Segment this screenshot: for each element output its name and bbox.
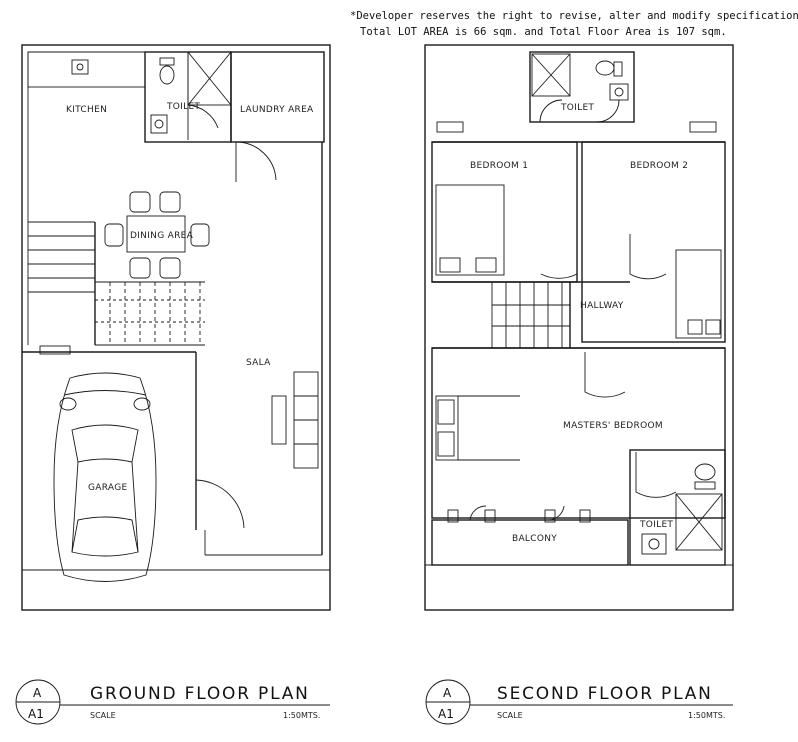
ground-floor-title-block: A A1 GROUND FLOOR PLAN SCALE 1:50MTS. (15, 679, 330, 725)
ground-floor-outline (21, 44, 331, 611)
main-door-swing (195, 479, 245, 530)
scale-label: SCALE (90, 711, 116, 720)
room-label-kitchen: KITCHEN (66, 105, 107, 115)
laundry-area (230, 51, 325, 143)
water-closet-icon (159, 65, 175, 85)
bed-icon (435, 395, 459, 461)
scale-value: 1:50MTS. (283, 711, 320, 720)
room-label-sala: SALA (246, 358, 271, 368)
area-note: Total LOT AREA is 66 sqm. and Total Floo… (360, 26, 727, 38)
second-toilet-room (529, 51, 635, 123)
scale-value: 1:50MTS. (688, 711, 725, 720)
room-label-garage: GARAGE (88, 483, 127, 493)
masters-bedroom (431, 347, 726, 519)
bed-icon (675, 249, 722, 339)
dining-chair (159, 257, 181, 279)
dining-chair (190, 223, 210, 247)
second-floor-outline (424, 44, 734, 611)
kitchen-sink-icon (71, 59, 89, 75)
door-swing (629, 234, 667, 280)
shower-icon (675, 493, 723, 551)
room-label-bedroom-2: BEDROOM 2 (630, 161, 688, 171)
coffee-table (271, 395, 287, 445)
lavatory-icon (150, 114, 168, 134)
scale-label: SCALE (497, 711, 523, 720)
door-swing (635, 452, 677, 498)
ground-floor-title: GROUND FLOOR PLAN (90, 684, 310, 704)
car-icon (53, 372, 157, 582)
room-label-toilet: TOILET (166, 102, 200, 112)
second-floor-title-block: A A1 SECOND FLOOR PLAN SCALE 1:50MTS. (425, 679, 733, 725)
dining-table (126, 215, 186, 253)
kitchen-counter (27, 51, 146, 88)
room-label-hallway: HALLWAY (580, 301, 624, 311)
shower-icon (531, 53, 571, 97)
room-label-dining: DINING AREA (130, 231, 194, 241)
second-floor-title: SECOND FLOOR PLAN (497, 684, 713, 704)
lavatory-icon (609, 83, 629, 101)
bedroom-2 (581, 141, 726, 343)
room-label-laundry: LAUNDRY AREA (240, 105, 314, 115)
second-floor-plan: TOILET BEDROOM 1 BEDROOM 2 HALLWAY MASTE… (424, 44, 734, 725)
room-label-bedroom-1: BEDROOM 1 (470, 161, 528, 171)
dining-chair (129, 257, 151, 279)
room-label-master-toilet: TOILET (639, 520, 673, 530)
bubble-top-text: A (33, 686, 42, 700)
dining-chair (129, 191, 151, 213)
stair-treads (95, 282, 205, 345)
disclaimer-note: *Developer reserves the right to revise,… (350, 10, 798, 22)
bubble-top-text: A (443, 686, 452, 700)
door-swing (540, 234, 578, 279)
bubble-bottom-text: A1 (438, 707, 454, 721)
door-swing (584, 352, 626, 398)
ground-floor-plan: KITCHEN TOILET LAUNDRY AREA DINING AREA … (15, 44, 331, 725)
bubble-bottom-text: A1 (28, 707, 44, 721)
room-label-toilet: TOILET (560, 103, 594, 113)
water-closet-icon (595, 60, 615, 76)
stair-treads (492, 282, 570, 348)
dining-chair (159, 191, 181, 213)
bed-icon (435, 184, 505, 276)
room-label-balcony: BALCONY (512, 534, 557, 544)
dining-chair (104, 223, 124, 247)
water-closet-icon (694, 463, 716, 481)
room-label-masters-bedroom: MASTERS' BEDROOM (563, 421, 663, 431)
lavatory-icon (641, 533, 667, 555)
